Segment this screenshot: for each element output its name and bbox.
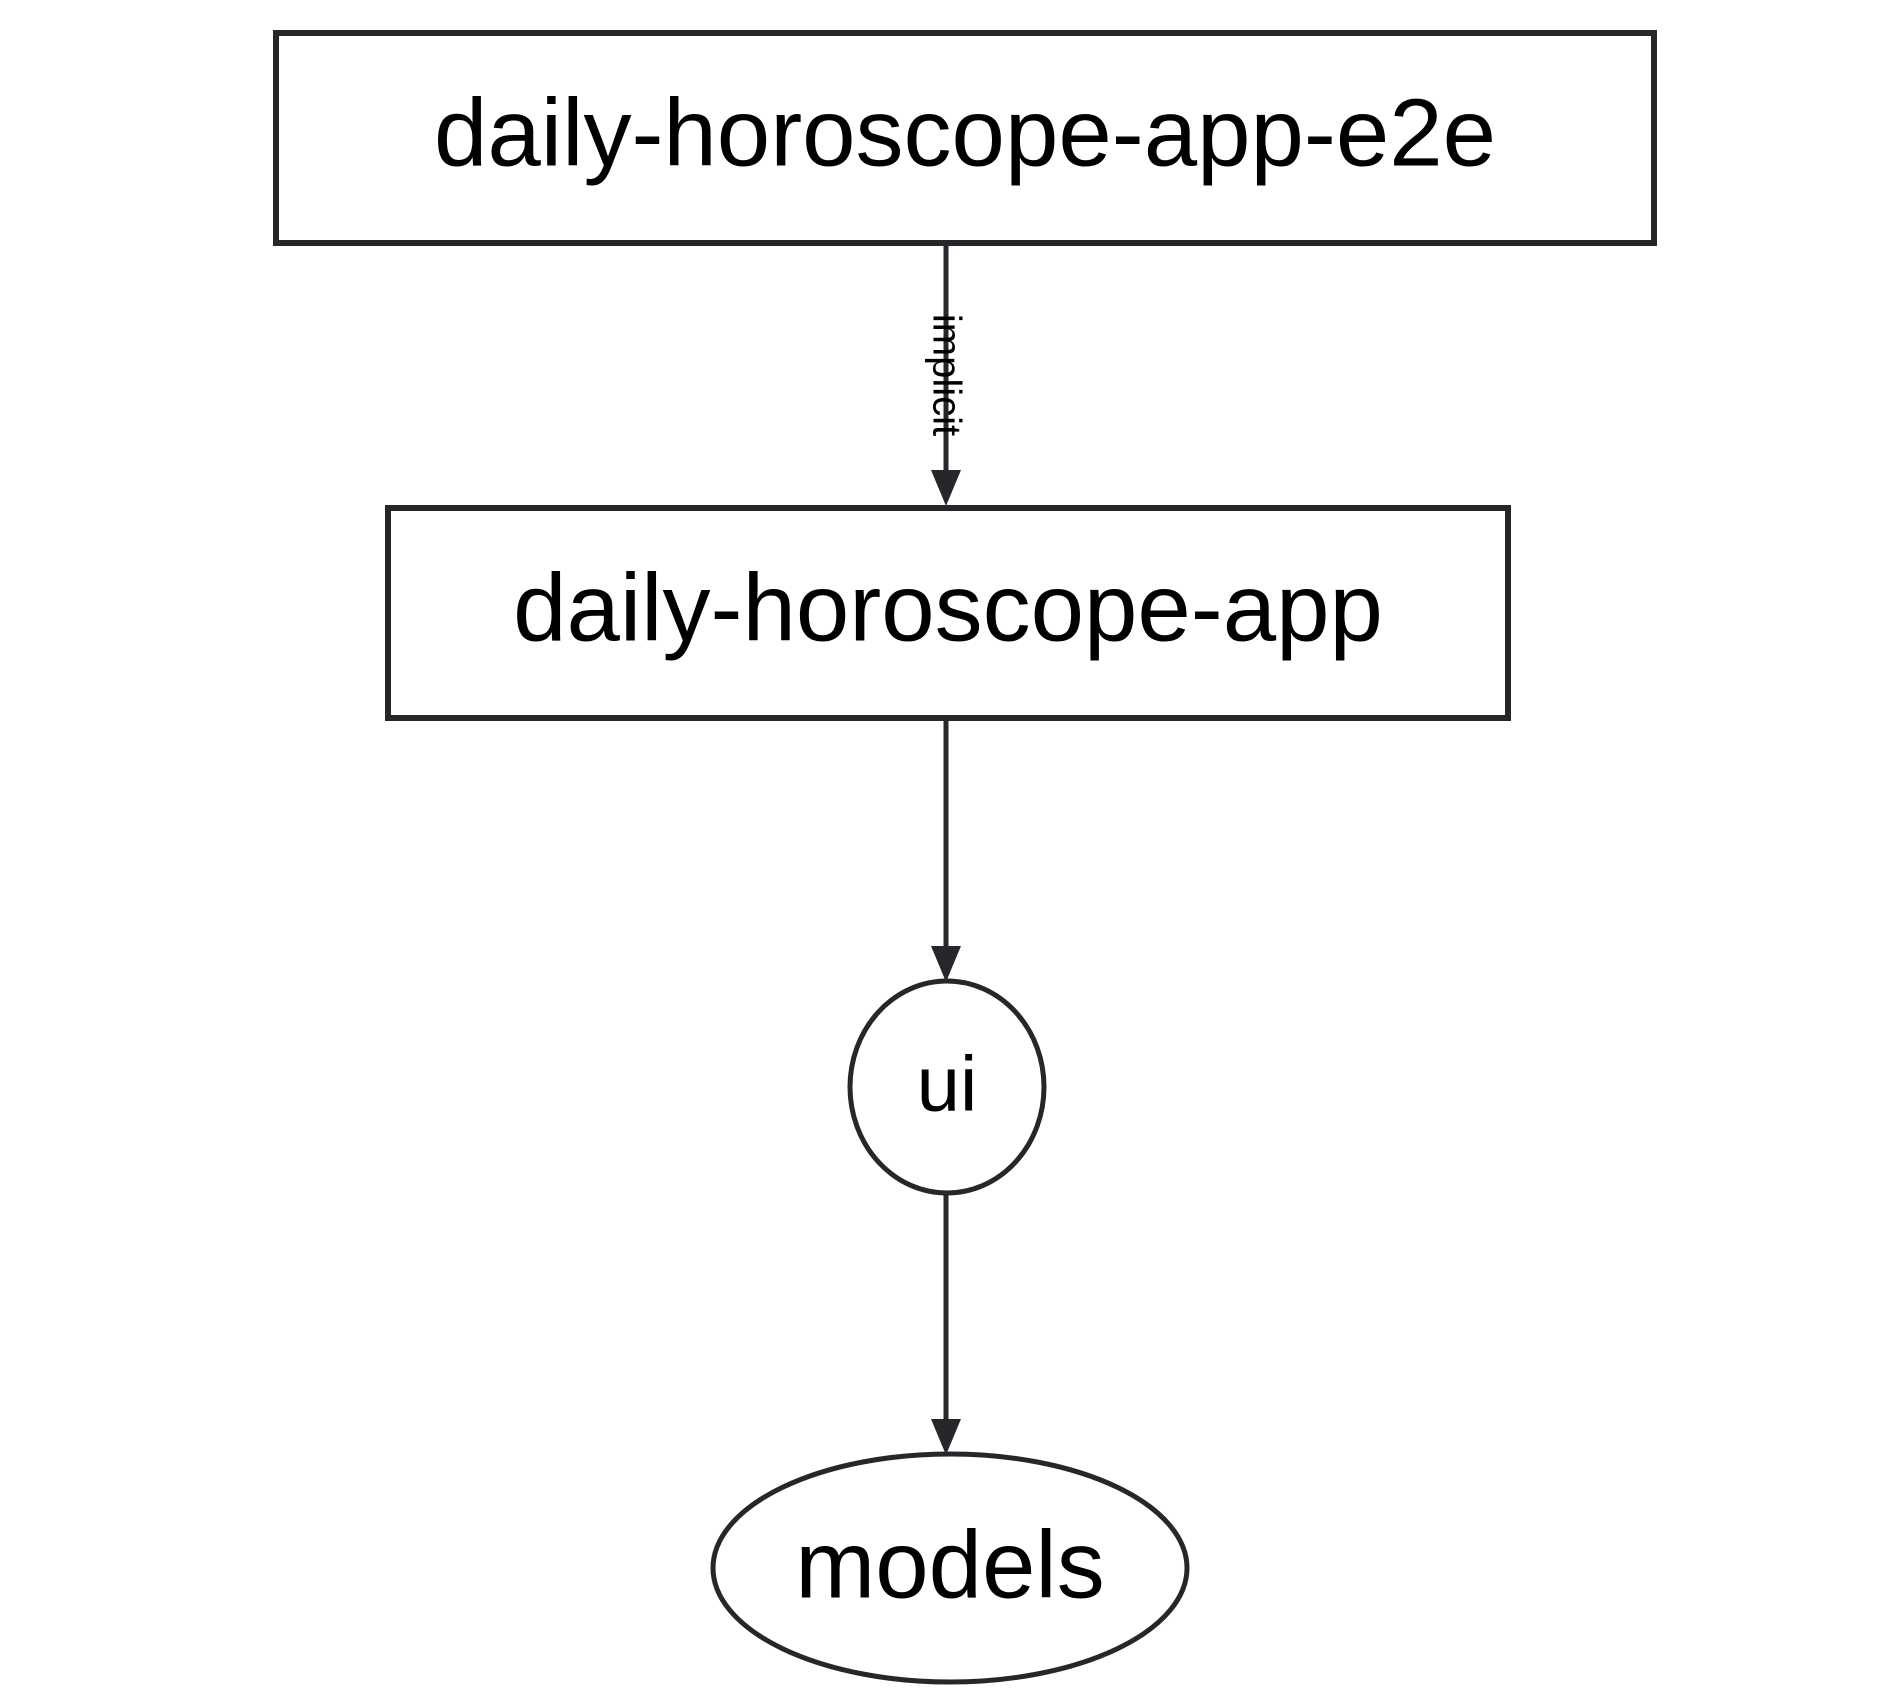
edge-app-to-ui bbox=[931, 718, 961, 982]
edge-e2e-to-app bbox=[931, 245, 961, 506]
node-ui[interactable]: ui bbox=[847, 978, 1047, 1196]
arrowhead-ui-to-models bbox=[931, 1419, 961, 1455]
node-daily-horoscope-app-e2e[interactable]: daily-horoscope-app-e2e bbox=[273, 30, 1657, 246]
arrowhead-e2e-to-app bbox=[931, 470, 961, 506]
node-label-app: daily-horoscope-app bbox=[513, 554, 1383, 661]
edge-label-implicit: implicit bbox=[924, 314, 968, 436]
node-models[interactable]: models bbox=[710, 1451, 1190, 1685]
node-circle-ui[interactable] bbox=[847, 978, 1047, 1196]
node-ellipse-models[interactable] bbox=[710, 1451, 1190, 1685]
edge-ui-to-models bbox=[931, 1192, 961, 1455]
node-label-models: models bbox=[795, 1511, 1104, 1618]
node-label-ui: ui bbox=[917, 1040, 978, 1128]
edge-label-implicit-group: implicit bbox=[924, 314, 968, 436]
node-label-e2e: daily-horoscope-app-e2e bbox=[434, 79, 1496, 186]
node-rect-e2e[interactable] bbox=[273, 30, 1657, 246]
node-daily-horoscope-app[interactable]: daily-horoscope-app bbox=[385, 505, 1511, 721]
node-rect-app[interactable] bbox=[385, 505, 1511, 721]
arrowhead-app-to-ui bbox=[931, 946, 961, 982]
